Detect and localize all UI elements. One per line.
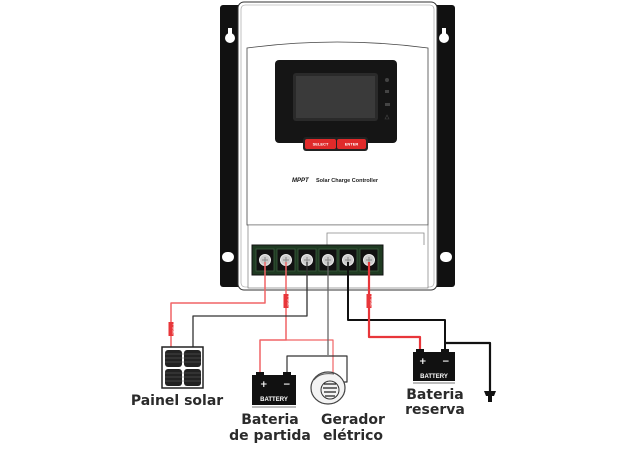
svg-text:−: − xyxy=(283,380,291,390)
fuse-label: FUSE xyxy=(172,324,177,335)
power-led-icon xyxy=(385,78,389,82)
product-name: Solar Charge Controller xyxy=(316,178,379,184)
brand-label: MPPT xyxy=(292,178,310,184)
warning-led-icon xyxy=(384,114,390,120)
ground-icon xyxy=(484,391,496,402)
backup-battery-label-2: reserva xyxy=(405,402,465,418)
backup-battery-label-1: Bateria xyxy=(406,387,463,403)
battery-text: BATTERY xyxy=(260,397,288,403)
svg-text:+: + xyxy=(419,357,427,367)
fuse-label: FUSE xyxy=(287,296,292,307)
select-label: SELECT xyxy=(313,142,329,147)
alternator-icon xyxy=(310,371,346,405)
generator-label-1: Gerador xyxy=(321,412,385,428)
fuse-icon xyxy=(168,322,174,336)
fuse-label: FUSE xyxy=(370,296,375,307)
charge-controller: SELECT ENTER MPPT Solar Charge Controlle… xyxy=(220,1,455,291)
enter-button[interactable]: ENTER xyxy=(337,139,366,149)
solar-panel-label: Painel solar xyxy=(131,393,223,409)
solar-led-icon xyxy=(385,90,389,93)
fuse-icon xyxy=(283,294,289,308)
solar-panel-icon xyxy=(161,346,204,389)
start-battery-label-1: Bateria xyxy=(241,412,298,428)
enter-label: ENTER xyxy=(345,142,359,147)
svg-text:+: + xyxy=(260,380,268,390)
lcd-screen xyxy=(296,76,375,118)
start-battery-icon: + − BATTERY xyxy=(252,372,296,408)
start-battery-label-2: de partida xyxy=(229,428,311,444)
battery-led-icon xyxy=(385,103,390,106)
svg-text:−: − xyxy=(442,357,450,367)
select-button[interactable]: SELECT xyxy=(305,139,336,149)
battery-text: BATTERY xyxy=(420,374,448,380)
generator-label-2: elétrico xyxy=(323,428,383,444)
backup-battery-icon: + − BATTERY xyxy=(413,349,455,384)
fuse-icon xyxy=(366,294,372,308)
